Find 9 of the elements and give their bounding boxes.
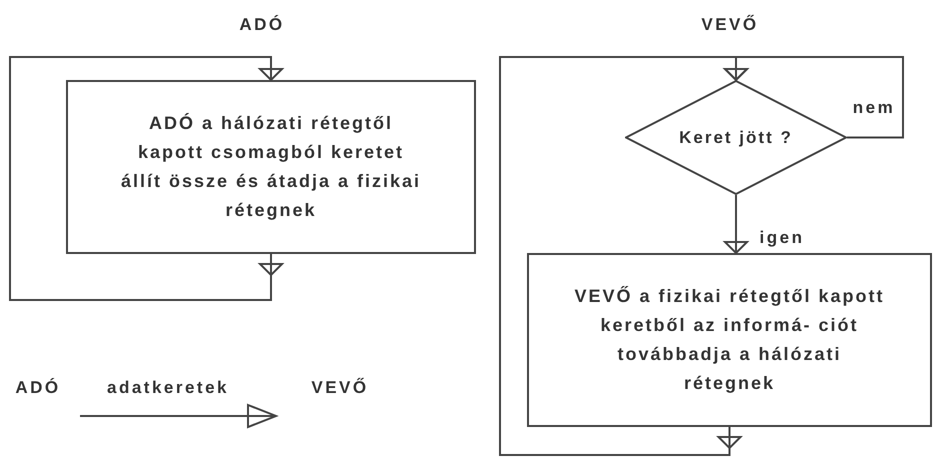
process-text: VEVŐ a fizikai rétegtől kapott keretből az informá- ciót továbbadja a hálózati rétegnek bbox=[573, 285, 886, 395]
decision-text: Keret jött ? bbox=[678, 126, 794, 149]
flow-arrow bbox=[724, 195, 748, 254]
process-box bbox=[66, 80, 476, 254]
flow-arrow bbox=[499, 56, 748, 456]
decision-diamond bbox=[625, 80, 847, 195]
process-box bbox=[527, 253, 932, 427]
process-text: ADÓ a hálózati rétegtől kapott csomagból keretet állít össze és átadja a fizikai rétegnek bbox=[120, 112, 422, 222]
flow-arrow bbox=[9, 56, 283, 301]
